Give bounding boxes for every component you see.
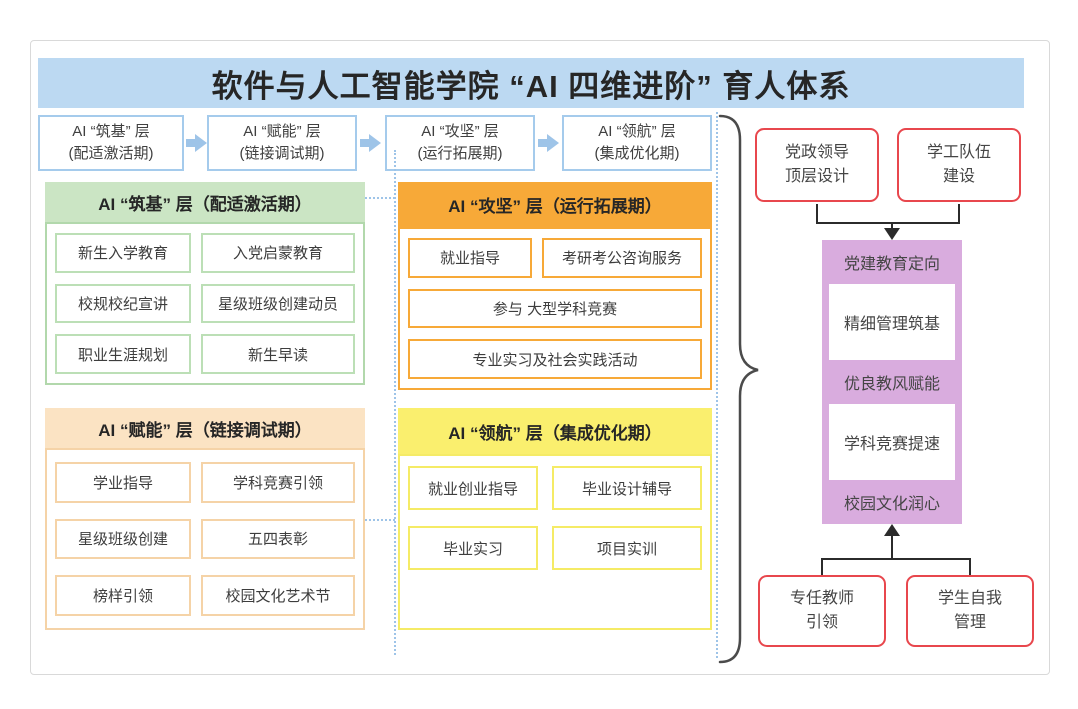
arrow-tail: [360, 139, 369, 147]
node-label: 学工队伍: [926, 144, 991, 161]
zhuji-item: 新生入学教育: [55, 233, 191, 273]
connector-line: [821, 558, 823, 576]
arrow-tail: [186, 139, 195, 147]
section-zhuji-body: 新生入学教育 入党启蒙教育 校规校纪宣讲 星级班级创建动员 职业生涯规划 新生早…: [45, 222, 365, 385]
gongjian-item: 就业指导: [408, 238, 532, 278]
section-funeng-body: 学业指导 学科竞赛引领 星级班级创建 五四表彰 榜样引领 校园文化艺术节: [45, 448, 365, 630]
connector-line: [958, 204, 960, 224]
node-label: 建设: [942, 168, 975, 185]
zhuji-item: 新生早读: [201, 334, 355, 374]
stage-box-funeng: AI “赋能” 层 (链接调试期): [207, 115, 357, 171]
zhuji-item: 职业生涯规划: [55, 334, 191, 374]
node-label: 专任教师: [789, 590, 854, 607]
stage-sublabel: (集成优化期): [594, 145, 680, 162]
connector-line: [891, 534, 893, 560]
ladder-strip: [829, 462, 955, 480]
stage-label: AI “筑基” 层: [72, 123, 150, 141]
linghang-item: 毕业实习: [408, 526, 538, 570]
node-label: 顶层设计: [784, 168, 849, 185]
stage-label: AI “攻坚” 层: [421, 123, 499, 141]
arrow-up-icon: [884, 524, 900, 536]
funeng-item: 星级班级创建: [55, 518, 191, 560]
section-zhuji-header: AI “筑基” 层（配适激活期）: [45, 182, 365, 222]
gongjian-item-wide: 参与 大型学科竞赛: [408, 288, 702, 329]
ladder-step: 党建教育定向: [843, 256, 940, 273]
funeng-item: 学科竞赛引领: [201, 462, 355, 503]
ladder-strip: [829, 404, 955, 422]
funeng-item: 校园文化艺术节: [201, 575, 355, 616]
zhuji-item: 星级班级创建动员: [201, 283, 355, 324]
connector-line: [821, 558, 971, 560]
linghang-item: 毕业设计辅导: [552, 466, 702, 510]
dotted-line-horizontal-bottom: [365, 519, 395, 521]
dotted-line-horizontal-top: [365, 197, 395, 199]
funeng-item: 学业指导: [55, 462, 191, 503]
curly-brace-icon: [718, 114, 759, 664]
diagram-title: 软件与人工智能学院 “AI 四维进阶” 育人体系: [38, 58, 1024, 108]
node-label: 学生自我: [937, 590, 1002, 607]
arrow-head: [195, 134, 207, 152]
ladder-strip: [829, 342, 955, 360]
section-linghang-header: AI “领航” 层（集成优化期）: [398, 408, 712, 454]
stage-sublabel: (链接调试期): [239, 145, 325, 162]
node-student-affairs-team: 学工队伍 建设: [897, 128, 1021, 202]
node-teacher-guidance: 专任教师 引领: [758, 575, 886, 647]
connector-line: [891, 222, 893, 231]
funeng-item: 榜样引领: [55, 575, 191, 616]
node-label: 管理: [953, 614, 986, 631]
funeng-item: 五四表彰: [201, 518, 355, 560]
ladder-step: 精细管理筑基: [829, 302, 955, 342]
ladder-step: 优良教风赋能: [843, 376, 940, 393]
linghang-item: 项目实训: [552, 526, 702, 570]
connector-line: [816, 222, 960, 224]
dotted-line-vertical-left: [394, 150, 396, 655]
node-party-leadership: 党政领导 顶层设计: [755, 128, 879, 202]
zhuji-item: 校规校纪宣讲: [55, 283, 191, 324]
gongjian-item: 考研考公咨询服务: [542, 238, 702, 278]
stage-label: AI “领航” 层: [598, 123, 676, 141]
stage-box-zhuji: AI “筑基” 层 (配适激活期): [38, 115, 184, 171]
ladder-strip: [829, 284, 955, 302]
stage-box-linghang: AI “领航” 层 (集成优化期): [562, 115, 712, 171]
section-linghang-body: 就业创业指导 毕业设计辅导 毕业实习 项目实训: [398, 454, 712, 630]
flow-arrow-icon: [360, 134, 381, 152]
gongjian-item-wide: 专业实习及社会实践活动: [408, 339, 702, 379]
arrow-head: [547, 134, 559, 152]
connector-line: [816, 204, 818, 224]
arrow-down-icon: [884, 228, 900, 240]
flow-arrow-icon: [186, 134, 207, 152]
stage-label: AI “赋能” 层: [243, 123, 321, 141]
ladder-stack: 党建教育定向 精细管理筑基 优良教风赋能 学科竞赛提速 校园文化润心: [822, 240, 962, 524]
section-funeng-header: AI “赋能” 层（链接调试期）: [45, 408, 365, 448]
node-student-self-management: 学生自我 管理: [906, 575, 1034, 647]
linghang-item: 就业创业指导: [408, 466, 538, 510]
ladder-step: 校园文化润心: [843, 496, 940, 513]
node-label: 引领: [805, 614, 838, 631]
flow-arrow-icon: [538, 134, 559, 152]
connector-line: [969, 558, 971, 576]
section-gongjian-header: AI “攻坚” 层（运行拓展期）: [398, 182, 712, 227]
stage-box-gongjian: AI “攻坚” 层 (运行拓展期): [385, 115, 535, 171]
node-label: 党政领导: [784, 144, 849, 161]
arrow-head: [369, 134, 381, 152]
ladder-step: 学科竞赛提速: [829, 422, 955, 462]
stage-sublabel: (配适激活期): [68, 145, 154, 162]
zhuji-item: 入党启蒙教育: [201, 233, 355, 273]
dotted-line-vertical-right: [716, 112, 718, 658]
section-gongjian-body: 就业指导 考研考公咨询服务 参与 大型学科竞赛 专业实习及社会实践活动: [398, 227, 712, 390]
stage-sublabel: (运行拓展期): [417, 145, 503, 162]
arrow-tail: [538, 139, 547, 147]
